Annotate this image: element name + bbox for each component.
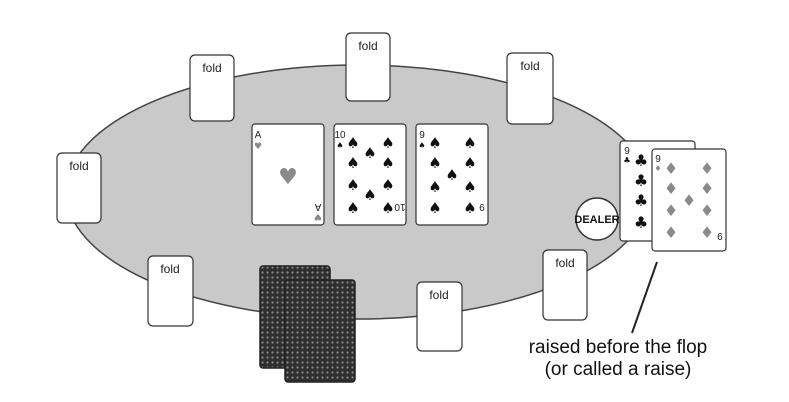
diamond-icon: ♦ xyxy=(700,223,714,242)
diamond-icon: ♦ xyxy=(700,201,714,220)
dealer-button: DEALER xyxy=(574,197,620,241)
spade-icon: ♠ xyxy=(346,176,359,194)
heart-icon: ♥ xyxy=(314,211,322,221)
seat-left-label: fold xyxy=(69,159,88,173)
spade-icon: ♠ xyxy=(381,176,394,194)
seat-bottom-right: fold xyxy=(542,249,588,321)
dealer-button-label: DEALER xyxy=(574,214,619,226)
board-card-3-rank-bottom: 9 xyxy=(479,201,485,212)
spade-icon: ♠ xyxy=(463,134,476,152)
seat-bottom-right-label: fold xyxy=(555,256,574,270)
spade-icon: ♠ xyxy=(445,166,458,184)
seat-bottom-left: fold xyxy=(147,255,194,327)
club-icon: ♣ xyxy=(634,171,648,190)
board-card-3-rank: 9 xyxy=(419,130,425,141)
spade-icon: ♠ xyxy=(363,186,376,204)
spade-icon: ♠ xyxy=(381,199,394,217)
club-icon: ♣ xyxy=(634,151,648,170)
board-card-nine-spades: 9 ♠ ♠ ♠ ♠ ♠ ♠ ♠ ♠ ♠ ♠ 9 xyxy=(415,123,489,226)
board-card-2-rank-bottom: 10 xyxy=(394,201,406,212)
player-card-2-rank-bottom: 9 xyxy=(717,230,723,241)
seat-top-center-label: fold xyxy=(358,39,377,53)
face-down-cards xyxy=(259,265,356,383)
player-card-nine-diamonds: 9 ♦ ♦ ♦ ♦ ♦ ♦ ♦ ♦ ♦ ♦ 9 xyxy=(651,148,727,252)
spade-icon: ♠ xyxy=(363,144,376,162)
diamond-icon: ♦ xyxy=(700,159,714,178)
diamond-icon: ♦ xyxy=(664,159,678,178)
spade-icon: ♠ xyxy=(346,134,359,152)
seat-left: fold xyxy=(56,152,102,224)
spade-icon: ♠ xyxy=(381,154,394,172)
diamond-icon: ♦ xyxy=(664,223,678,242)
spade-icon: ♠ xyxy=(463,199,476,217)
seat-top-right-label: fold xyxy=(520,59,539,73)
spade-icon: ♠ xyxy=(428,199,441,217)
diamond-icon: ♦ xyxy=(664,179,678,198)
club-icon: ♣ xyxy=(634,191,648,210)
spade-icon: ♠ xyxy=(381,134,394,152)
seat-top-center: fold xyxy=(345,32,391,102)
diamond-icon: ♦ xyxy=(664,201,678,220)
spade-icon: ♠ xyxy=(428,154,441,172)
annotation-text: raised before the flop (or called a rais… xyxy=(488,337,748,381)
heart-icon: ♥ xyxy=(254,142,262,152)
seat-top-left: fold xyxy=(189,54,235,122)
board-card-1-rank-bottom: A xyxy=(314,201,321,212)
card-back-front xyxy=(284,279,356,383)
seat-bottom-center-label: fold xyxy=(429,288,448,302)
board-card-ace-hearts: A ♥ ♥ A ♥ xyxy=(251,123,325,226)
seat-top-right: fold xyxy=(506,52,554,125)
seat-bottom-left-label: fold xyxy=(160,262,179,276)
annotation-pointer xyxy=(631,261,658,334)
diamond-icon: ♦ xyxy=(682,191,696,210)
spade-icon: ♠ xyxy=(418,141,425,150)
spade-icon: ♠ xyxy=(428,178,441,196)
spade-icon: ♠ xyxy=(346,154,359,172)
diamond-icon: ♦ xyxy=(700,179,714,198)
seat-bottom-center: fold xyxy=(416,281,463,352)
player-card-2-rank: 9 xyxy=(655,154,661,165)
spade-icon: ♠ xyxy=(346,199,359,217)
heart-icon: ♥ xyxy=(278,165,298,190)
player-hand: 9 ♣ ♣ ♣ ♣ ♣ 9 ♦ ♦ ♦ ♦ ♦ ♦ ♦ ♦ ♦ ♦ 9 xyxy=(619,140,727,252)
board-card-ten-spades: 10 ♠ ♠ ♠ ♠ ♠ ♠ ♠ ♠ ♠ ♠ ♠ 10 xyxy=(333,123,407,226)
diamond-icon: ♦ xyxy=(654,164,661,173)
seat-top-left-label: fold xyxy=(202,61,221,75)
board-card-1-rank: A xyxy=(255,130,262,141)
club-icon: ♣ xyxy=(634,213,648,232)
annotation-line-1: raised before the flop xyxy=(528,337,708,358)
club-icon: ♣ xyxy=(623,156,630,165)
player-card-1-rank: 9 xyxy=(624,146,630,157)
spade-icon: ♠ xyxy=(428,134,441,152)
spade-icon: ♠ xyxy=(463,154,476,172)
spade-icon: ♠ xyxy=(463,178,476,196)
board-card-2-rank: 10 xyxy=(334,130,346,141)
annotation-line-2: (or called a raise) xyxy=(544,359,692,380)
spade-icon: ♠ xyxy=(336,141,343,150)
